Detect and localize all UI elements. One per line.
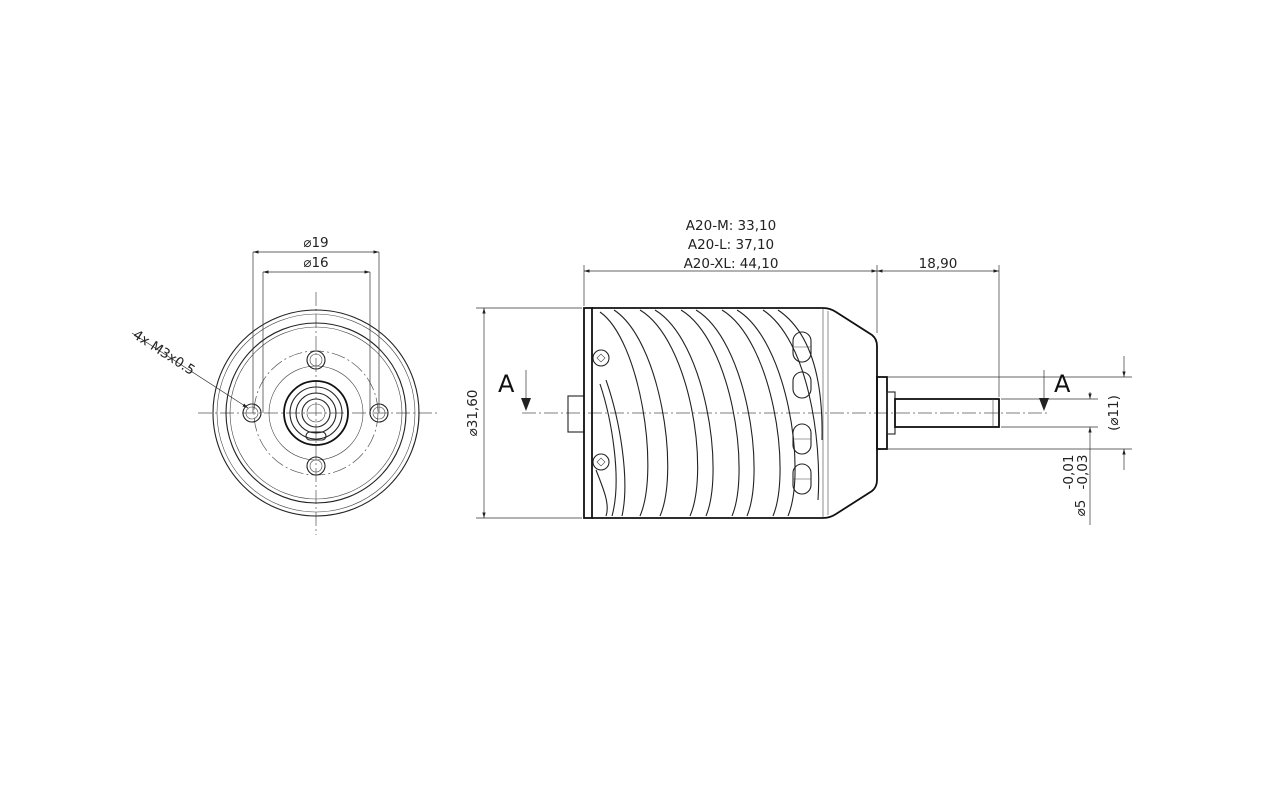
svg-text:A: A [498,370,515,398]
dia16-label: ⌀16 [303,255,328,271]
helical-cooling-fins [595,309,823,517]
thread-note: 4x M3x0.5 [130,327,198,379]
shaft-dia-label: ⌀5 [1073,500,1089,517]
shaft-length-label: 18,90 [919,256,958,272]
rear-cap [583,307,593,519]
front-outer-rim-inner [216,313,416,513]
thread-leader [131,332,249,409]
shaft-tol-lower: -0,03 [1075,455,1091,490]
front-outer-rim [212,309,420,517]
mount-hole-left [242,403,262,423]
shaft-tol-upper: -0,01 [1061,455,1077,490]
section-marker-left: A [498,370,531,411]
rear-screw-top [592,349,610,367]
side-view: A20-M: 33,10 A20-L: 37,10 A20-XL: 44,10 … [465,218,1132,525]
dia19-label: ⌀19 [303,235,328,251]
section-marker-right: A [1039,370,1071,411]
length-label-m: A20-M: 33,10 [686,218,776,234]
output-shaft [894,398,1000,428]
front-view: ⌀19 ⌀16 4x M3x0.5 [130,235,438,535]
length-label-l: A20-L: 37,10 [688,237,774,253]
front-face [225,322,407,504]
body-dia-label: ⌀31,60 [465,390,481,437]
rear-screw-bottom [592,453,610,471]
mount-hole-bottom [306,456,326,476]
collar-dia-label: (⌀11) [1106,395,1122,431]
mount-hole-top [306,350,326,370]
svg-text:A: A [1054,370,1071,398]
shaft-hub [283,380,349,446]
rear-boss [567,395,585,433]
front-face-ring [229,326,403,500]
length-label-xl: A20-XL: 44,10 [684,256,779,272]
vent-slots [792,331,812,495]
